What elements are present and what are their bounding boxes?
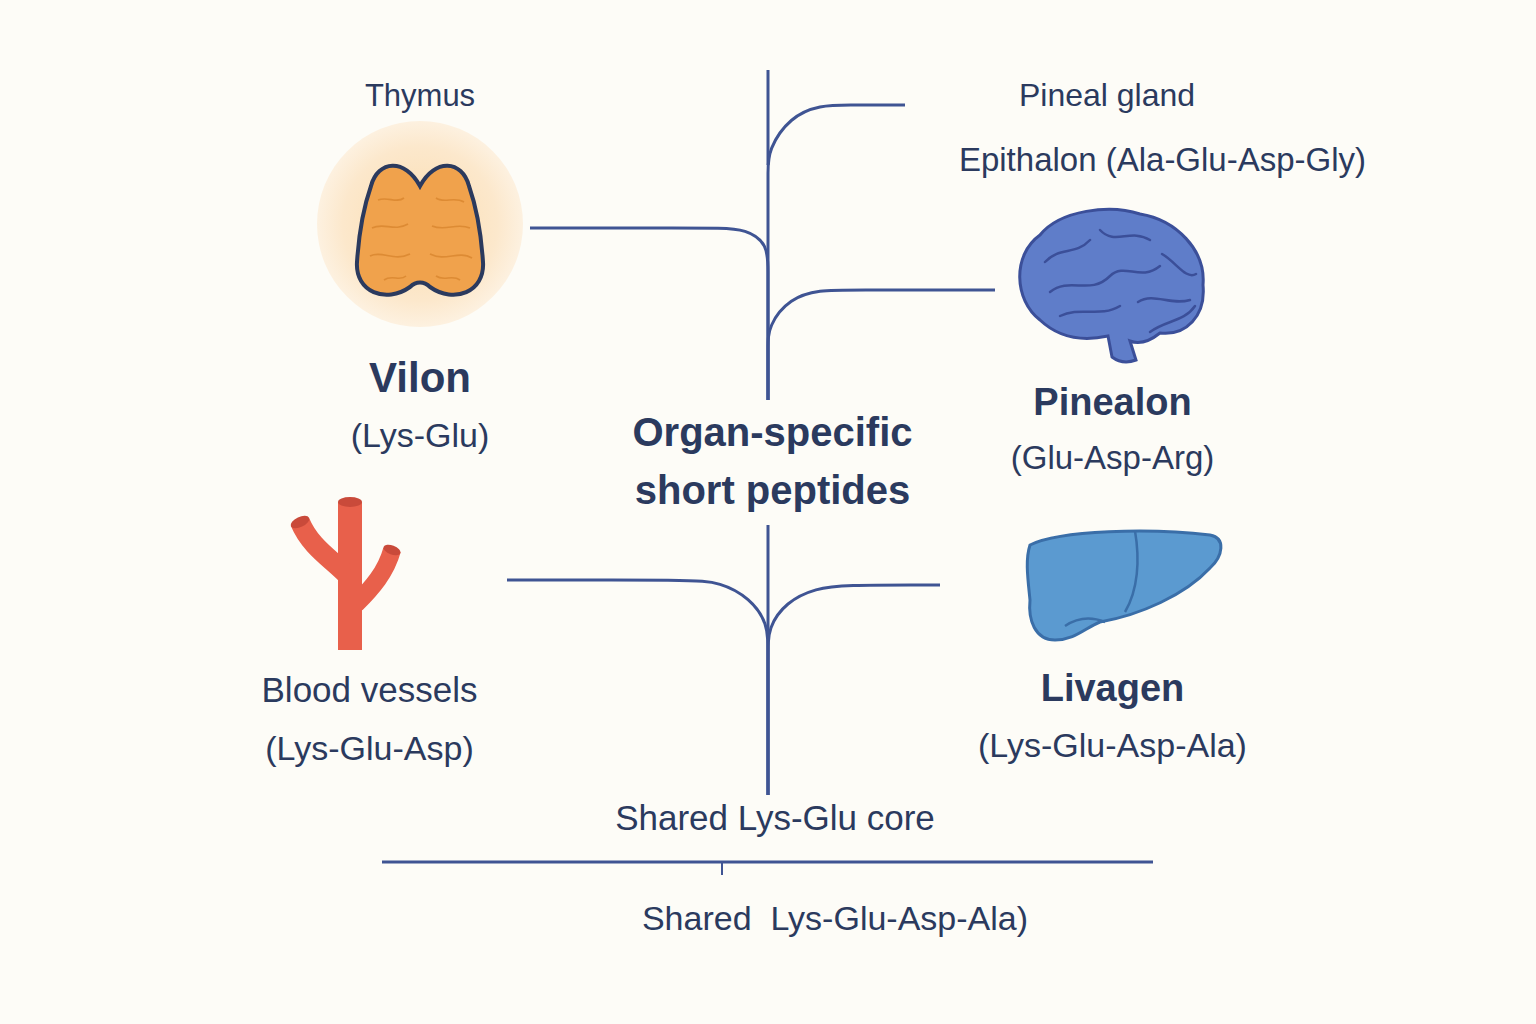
- central-concept: Organ-specific short peptides: [595, 400, 950, 525]
- core-label: Shared Lys-Glu core: [555, 797, 995, 839]
- branch-connector: [767, 525, 770, 795]
- brain-gyrus: [1045, 240, 1090, 262]
- brain-gyrus: [1138, 298, 1190, 302]
- vessel-branch: [356, 550, 392, 604]
- liver-lobe-line: [1125, 531, 1138, 612]
- branch-connector: [530, 228, 768, 400]
- liver-underside: [1065, 619, 1105, 626]
- divider-line: [382, 861, 1153, 864]
- brain-gyri: [1045, 230, 1196, 332]
- thymus-lobule: [432, 226, 470, 228]
- brain-gyrus: [1100, 230, 1150, 240]
- trunk-line: [767, 70, 770, 165]
- peptide-name: Vilon: [310, 353, 530, 403]
- organ-node: Blood vessels (Lys-Glu-Asp): [232, 490, 507, 775]
- vessel-opening: [289, 513, 311, 531]
- branch-connector: [768, 585, 940, 795]
- vessel-opening: [382, 543, 402, 558]
- branch-connector: [768, 105, 905, 400]
- thymus-halo: [317, 121, 523, 327]
- brain-gyrus: [1060, 306, 1120, 316]
- branch-connector: [768, 290, 995, 400]
- vessel-opening: [338, 497, 362, 507]
- brain-gyrus: [1050, 266, 1160, 292]
- thymus-lobule: [436, 198, 464, 202]
- thymus-lobule: [378, 198, 404, 200]
- peptide-sequence: Epithalon (Ala-Glu-Asp-Gly): [905, 140, 1420, 180]
- organ-name: Blood vessels: [232, 669, 507, 711]
- central-title: Organ-specific short peptides: [595, 403, 950, 519]
- footer-note: Shared Lys-Glu-Asp-Ala): [642, 898, 1028, 939]
- branch-connector: [507, 580, 768, 795]
- peptide-sequence: (Lys-Glu): [310, 415, 530, 456]
- peptide-name: Livagen: [940, 665, 1285, 711]
- brain-cerebellum: [1150, 306, 1195, 332]
- peptide-name: Pinealon: [995, 379, 1230, 425]
- brain-organ: [1020, 209, 1204, 362]
- peptide-sequence: (Glu-Asp-Arg): [995, 438, 1230, 478]
- blood-vessel: [300, 502, 392, 650]
- organ-name: Pineal gland: [905, 76, 1309, 114]
- peptide-sequence: (Lys-Glu-Asp-Ala): [940, 725, 1285, 766]
- thymus-lobule: [384, 276, 406, 280]
- shared-core: Shared Lys-Glu core: [555, 795, 995, 843]
- thymus-texture: [370, 198, 472, 280]
- thymus-lobule: [430, 254, 472, 258]
- liver-organ: [1027, 531, 1221, 640]
- peptide-sequence: (Lys-Glu-Asp): [232, 728, 507, 769]
- brain-gyrus: [1162, 254, 1196, 275]
- thymus-lobule: [372, 224, 408, 228]
- thymus-lobule: [436, 276, 460, 280]
- organ-name: Thymus: [310, 77, 530, 114]
- thymus-lobule: [370, 254, 410, 257]
- organ-node: Livagen (Lys-Glu-Asp-Ala): [940, 515, 1285, 775]
- organ-node: Pinealon (Glu-Asp-Arg): [995, 205, 1230, 480]
- organ-node: Pineal glandEpithalon (Ala-Glu-Asp-Gly): [905, 75, 1420, 190]
- divider-tick: [721, 862, 723, 875]
- vessel-branch: [300, 522, 346, 574]
- thymus-organ: [357, 166, 483, 295]
- organ-node: ThymusVilon (Lys-Glu): [310, 70, 530, 470]
